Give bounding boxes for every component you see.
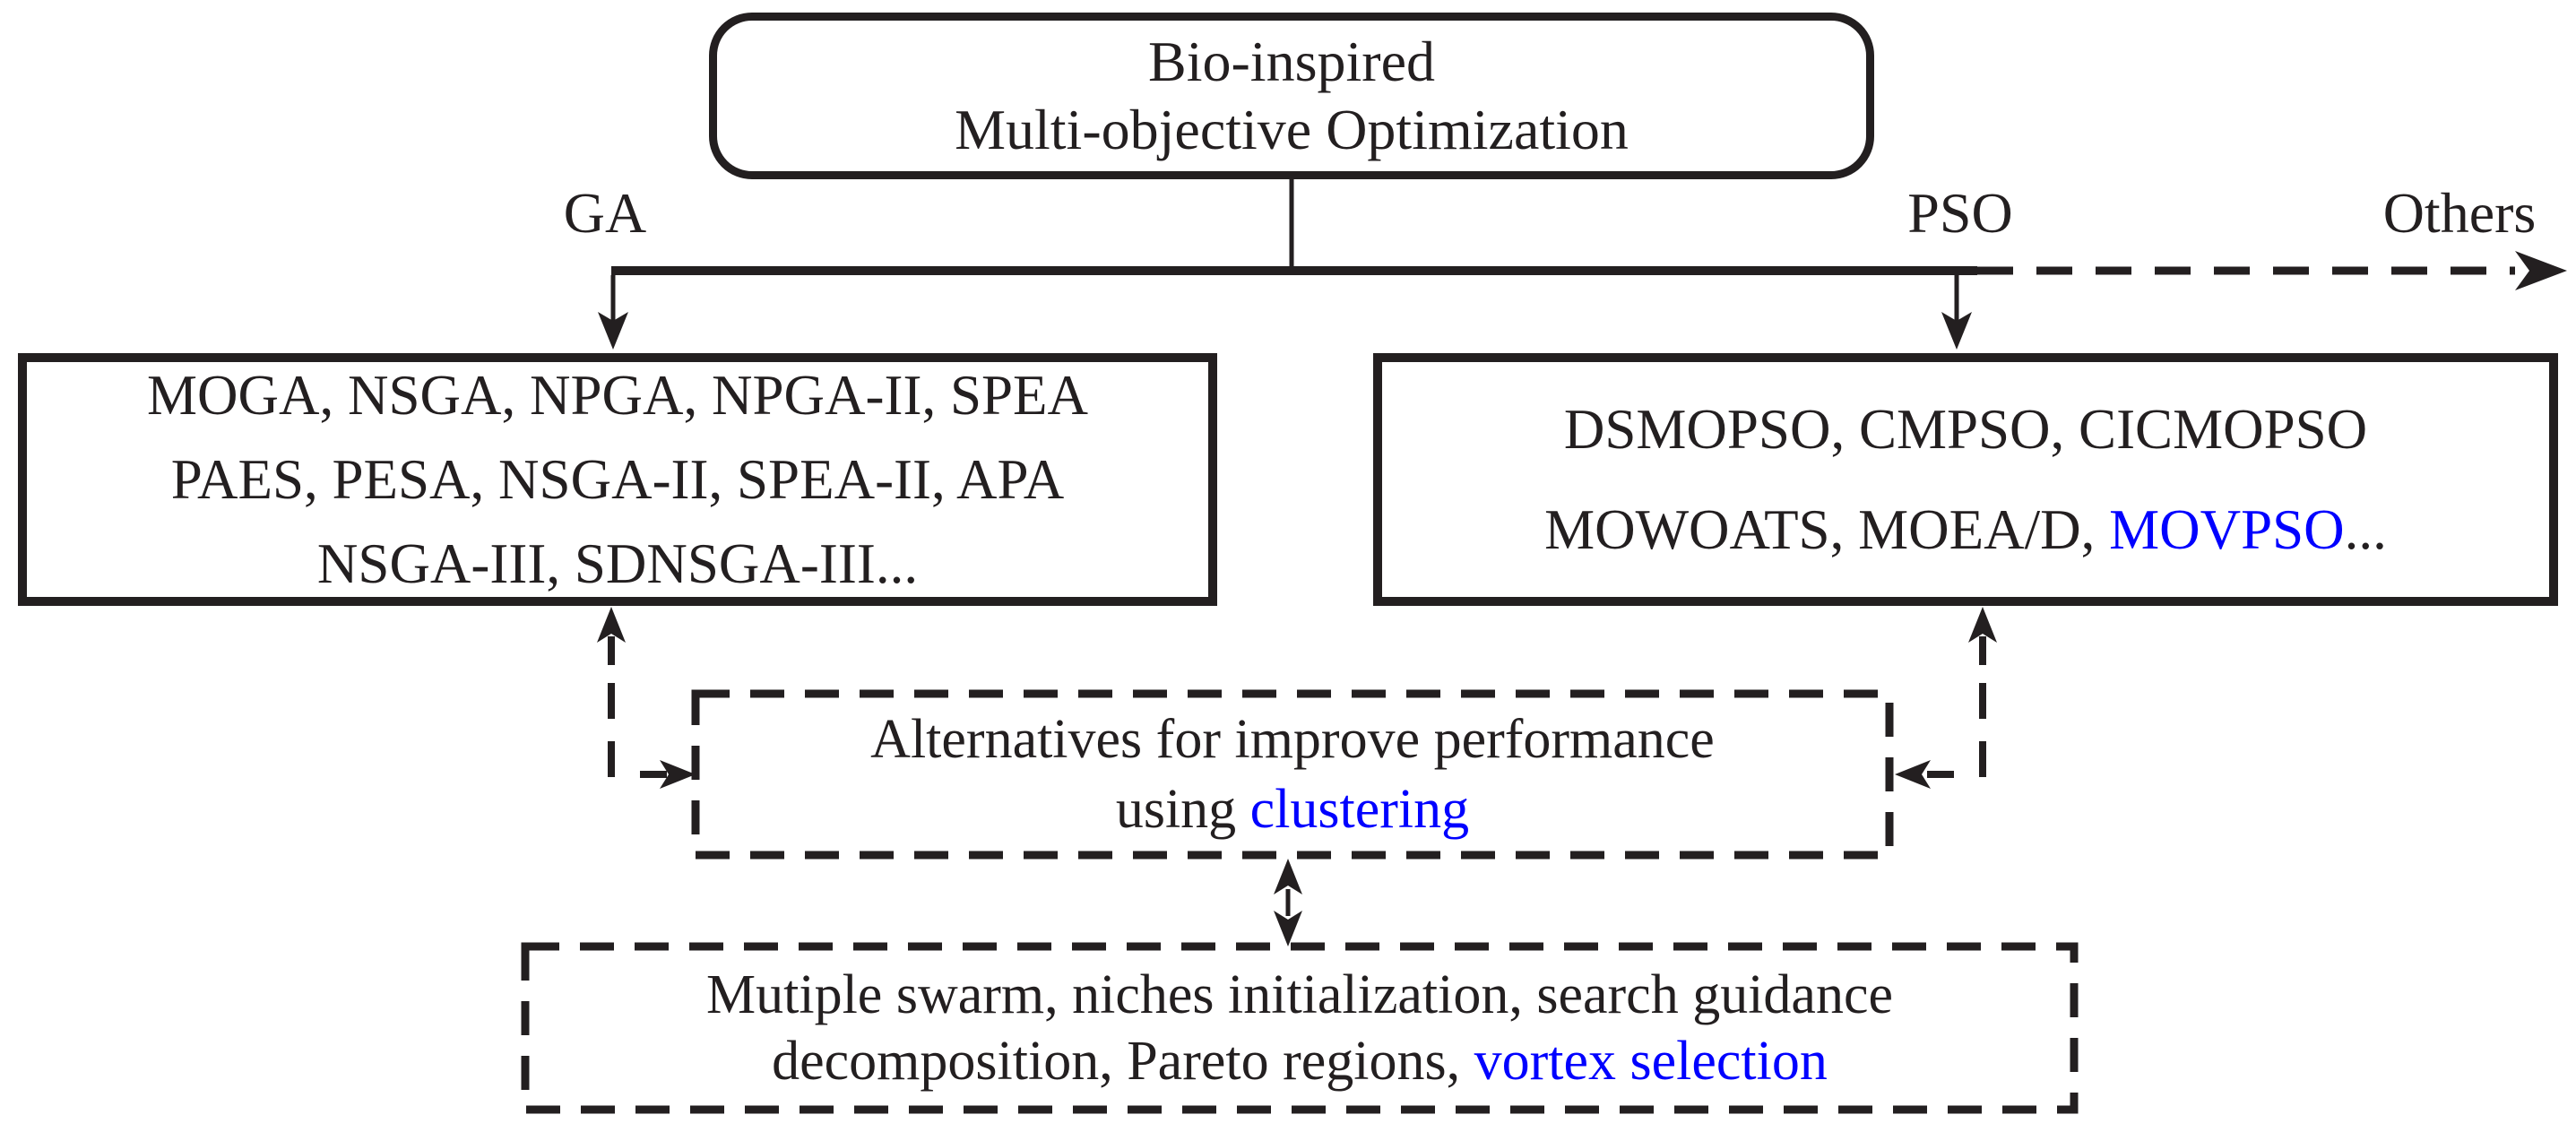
- alternatives-line2-prefix: using: [1115, 779, 1250, 840]
- pso-drop-arrowhead-icon: [1941, 312, 1972, 350]
- techniques-line2-prefix: decomposition, Pareto regions,: [772, 1031, 1474, 1092]
- ga-algorithms-line2: PAES, PESA, NSGA-II, SPEA-II, APA: [170, 448, 1065, 511]
- techniques-node: Mutiple swarm, niches initialization, se…: [525, 946, 2074, 1110]
- alternatives-line1: Alternatives for improve performance: [870, 709, 1715, 770]
- ga-algorithms-line1: MOGA, NSGA, NPGA, NPGA-II, SPEA: [146, 364, 1089, 427]
- pso-line2-ellipsis: ...: [2344, 498, 2387, 561]
- pso-algorithms-line2: MOWOATS, MOEA/D, MOVPSO...: [1544, 480, 2387, 580]
- techniques-line1: Mutiple swarm, niches initialization, se…: [706, 964, 1893, 1025]
- root-title-line1: Bio-inspired: [1148, 30, 1435, 93]
- pso-up-arrowhead-icon: [1968, 607, 1997, 643]
- ga-algorithms-node: MOGA, NSGA, NPGA, NPGA-II, SPEA PAES, PE…: [18, 353, 1217, 606]
- alternatives-line2-highlight-clustering: clustering: [1249, 779, 1470, 840]
- techniques-box-border: [521, 942, 2079, 1114]
- pso-algorithms-line1: DSMOPSO, CMPSO, CICMOPSO: [1563, 398, 2368, 461]
- alternatives-node: Alternatives for improve performance usi…: [696, 694, 1889, 855]
- root-title-line2: Multi-objective Optimization: [955, 98, 1629, 161]
- pso-algorithms-node: DSMOPSO, CMPSO, CICMOPSO MOWOATS, MOEA/D…: [1373, 353, 2558, 606]
- ga-stub-arrowhead-icon: [660, 760, 696, 789]
- double-arrow-down-head-icon: [1274, 911, 1302, 946]
- pso-stub-arrowhead-icon: [1895, 760, 1931, 789]
- ga-algorithms-line3: NSGA-III, SDNSGA-III...: [316, 532, 919, 595]
- ga-drop-arrowhead-icon: [598, 312, 628, 350]
- techniques-line2: decomposition, Pareto regions, vortex se…: [772, 1028, 1828, 1094]
- ga-up-arrowhead-icon: [597, 607, 626, 643]
- alternatives-box-border: [691, 689, 1894, 860]
- root-node: Bio-inspired Multi-objective Optimizatio…: [709, 13, 1874, 179]
- pso-line2-highlight-movpso: MOVPSO: [2109, 498, 2345, 561]
- others-branch-label: Others: [2382, 181, 2537, 245]
- techniques-line2-highlight-vortex-selection: vortex selection: [1474, 1031, 1828, 1092]
- others-arrowhead-icon: [2515, 251, 2567, 290]
- double-arrow-up-head-icon: [1274, 859, 1302, 894]
- pso-line2-prefix: MOWOATS, MOEA/D,: [1544, 498, 2110, 561]
- pso-branch-label: PSO: [1907, 181, 2013, 245]
- ga-branch-label: GA: [563, 181, 647, 245]
- alternatives-line2: using clustering: [1116, 774, 1469, 844]
